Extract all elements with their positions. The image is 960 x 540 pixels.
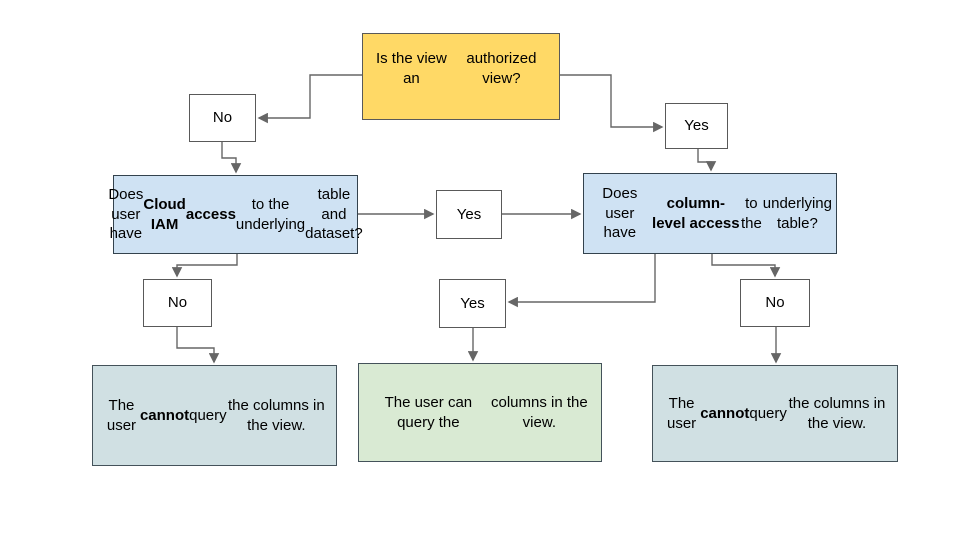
branch-label-no-left: No [143, 279, 212, 327]
connector-question-right-to-yes2 [507, 254, 656, 308]
connector-no2-left-to-result-left [176, 327, 220, 364]
connector-no1-to-question-left [221, 142, 242, 174]
branch-label-no-right: No [740, 279, 810, 327]
connector-question-left-to-no2-left [171, 254, 238, 278]
connector-root-to-yes1 [560, 74, 664, 133]
branch-label-yes-result: Yes [439, 279, 506, 328]
connector-question-right-to-no2-right [711, 254, 781, 278]
branch-label-yes-root: Yes [665, 103, 728, 149]
connector-root-to-no1 [257, 74, 362, 124]
branch-label-no-root: No [189, 94, 256, 142]
branch-label-yes-mid: Yes [436, 190, 502, 239]
connector-yes1-to-question-right [697, 149, 717, 172]
